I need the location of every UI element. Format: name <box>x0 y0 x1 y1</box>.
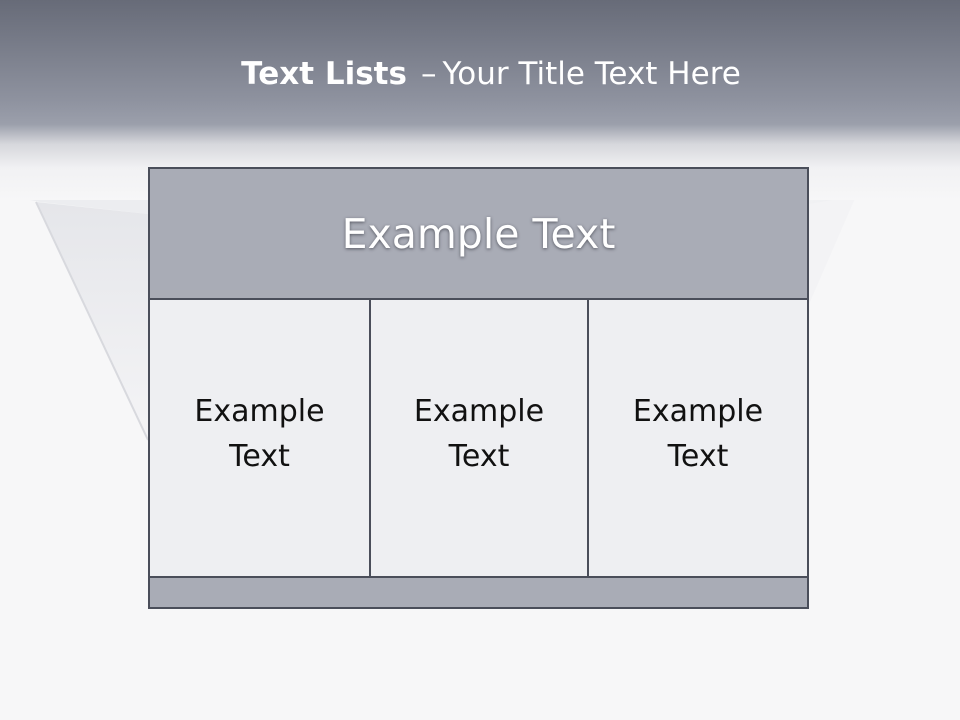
title-separator: – <box>420 56 437 92</box>
text-list-panel: Example Text Example Text Example Text E… <box>148 167 809 609</box>
panel-column-1: Example Text <box>150 300 369 576</box>
panel-column-2: Example Text <box>369 300 589 576</box>
title-rest-part: Your Title Text Here <box>442 56 741 92</box>
panel-footer-bar <box>150 576 807 607</box>
title-band <box>0 0 960 200</box>
slide-title: Text Lists–Your Title Text Here <box>0 50 960 98</box>
column-2-text: Example Text <box>413 394 545 474</box>
title-bold-part: Text Lists <box>241 56 407 92</box>
column-3-text: Example Text <box>632 394 764 474</box>
column-1-text: Example Text <box>194 394 325 474</box>
panel-header: Example Text <box>150 169 807 300</box>
panel-column-3: Example Text <box>589 300 807 576</box>
